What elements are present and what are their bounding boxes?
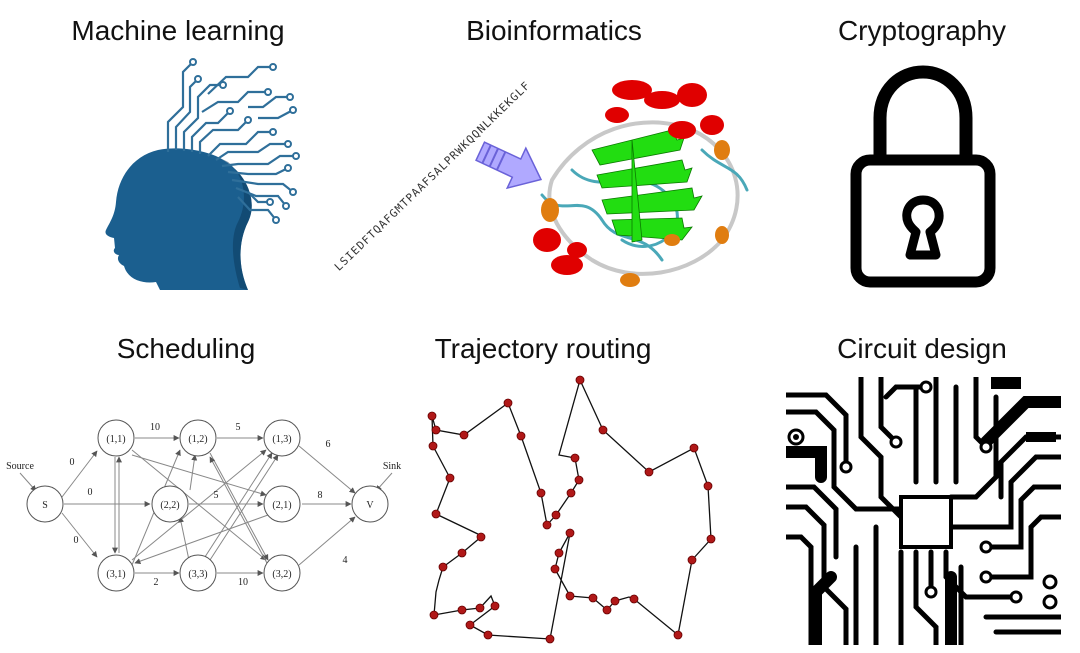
head-silhouette: [105, 148, 252, 290]
node-2-1: (2,1): [272, 500, 291, 511]
node-3-3: (3,3): [188, 569, 207, 580]
weight-2-2-2-1: 5: [214, 490, 219, 501]
node-1-3: (1,3): [272, 434, 291, 445]
node-2-2: (2,2): [160, 500, 179, 511]
title-trajectory-routing: Trajectory routing: [434, 333, 652, 364]
weight-3-2-v: 4: [343, 555, 348, 566]
scheduling-graph: S (1,1) (1,2) (1,3) (2,2) (2,1) (3,1) (3…: [6, 419, 401, 592]
weight-2-1-v: 8: [318, 490, 323, 501]
protein-structure-image: [533, 80, 749, 287]
circuit-board-image: [786, 377, 1061, 645]
weight-1-1-1-2: 10: [150, 422, 160, 433]
node-s: S: [42, 500, 48, 511]
weight-s-1-1: 0: [70, 457, 75, 468]
node-1-1: (1,1): [106, 434, 125, 445]
sequence-to-structure-arrow: [475, 141, 543, 190]
trajectory-route: [427, 375, 716, 644]
title-scheduling: Scheduling: [116, 333, 256, 364]
node-3-1: (3,1): [106, 569, 125, 580]
sink-label: Sink: [383, 461, 401, 472]
weight-1-2-1-3: 5: [236, 422, 241, 433]
title-machine-learning: Machine learning: [71, 15, 285, 46]
source-label: Source: [6, 461, 34, 472]
weight-3-1-3-3: 2: [154, 577, 159, 588]
ml-head-image: [105, 58, 300, 290]
title-circuit-design: Circuit design: [837, 333, 1007, 364]
weight-s-3-1: 0: [74, 535, 79, 546]
title-bioinformatics: Bioinformatics: [466, 15, 642, 46]
node-3-2: (3,2): [272, 569, 291, 580]
node-v: V: [366, 500, 374, 511]
lock-icon: [850, 65, 996, 288]
weight-3-3-3-2: 10: [238, 577, 248, 588]
node-1-2: (1,2): [188, 434, 207, 445]
weight-s-2-2: 0: [88, 487, 93, 498]
keyhole-icon: [902, 195, 944, 260]
title-cryptography: Cryptography: [837, 15, 1007, 46]
weight-1-3-v: 6: [326, 439, 331, 450]
